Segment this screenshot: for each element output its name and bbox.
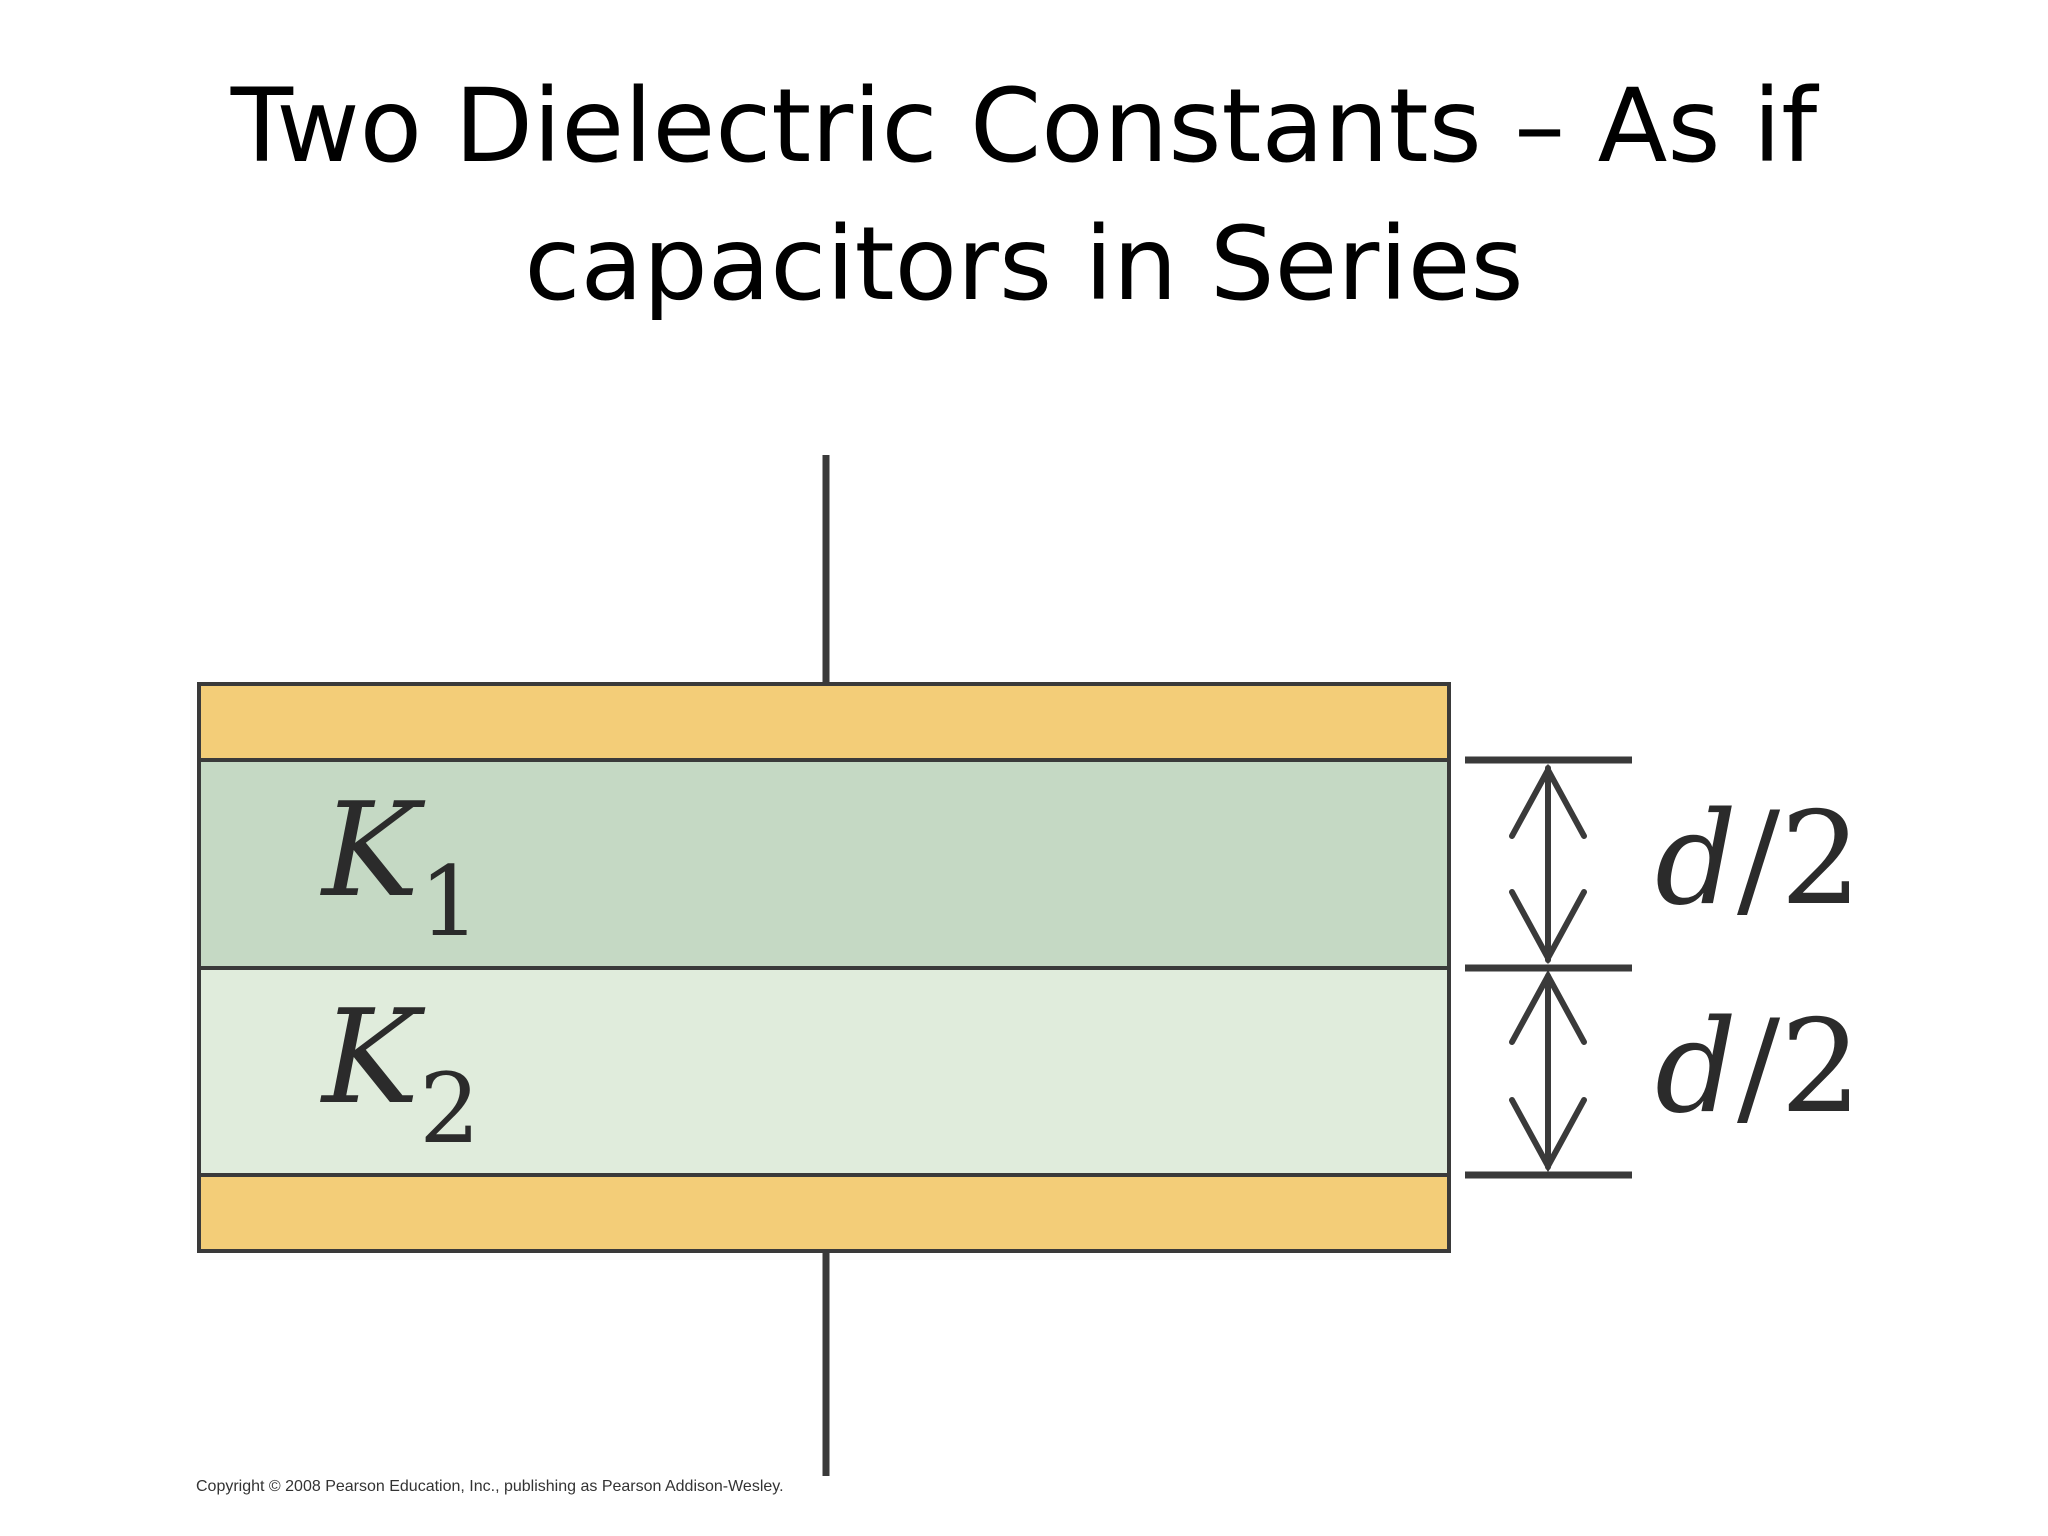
k2-label: K2 (320, 981, 480, 1165)
bottom-plate (197, 1173, 1451, 1253)
k1-subscript: 1 (419, 846, 480, 958)
gap-top-slash: / (1737, 785, 1781, 934)
dielectric-layer-2 (197, 966, 1451, 1177)
gap-label-bottom: d/2 (1655, 993, 1862, 1142)
k1-label: K1 (320, 774, 480, 958)
copyright-note: Copyright © 2008 Pearson Education, Inc.… (196, 1478, 784, 1495)
gap-bottom-num: 2 (1780, 993, 1861, 1142)
page-title: Two Dielectric Constants – As if capacit… (0, 58, 2048, 334)
gap-top-var: d (1655, 785, 1737, 934)
lower-dimension-arrow (1509, 969, 1587, 1173)
dielectric-layer-1 (197, 758, 1451, 970)
k2-symbol: K (320, 981, 426, 1133)
gap-bottom-slash: / (1737, 993, 1781, 1142)
gap-label-top: d/2 (1655, 785, 1862, 934)
gap-bottom-var: d (1655, 993, 1737, 1142)
top-plate (197, 682, 1451, 762)
k1-symbol: K (320, 774, 426, 926)
upper-dimension-arrow (1509, 763, 1587, 965)
k2-subscript: 2 (419, 1053, 480, 1165)
title-line-1: Two Dielectric Constants – As if (230, 67, 1818, 186)
title-line-2: capacitors in Series (524, 205, 1524, 324)
gap-top-num: 2 (1780, 785, 1861, 934)
